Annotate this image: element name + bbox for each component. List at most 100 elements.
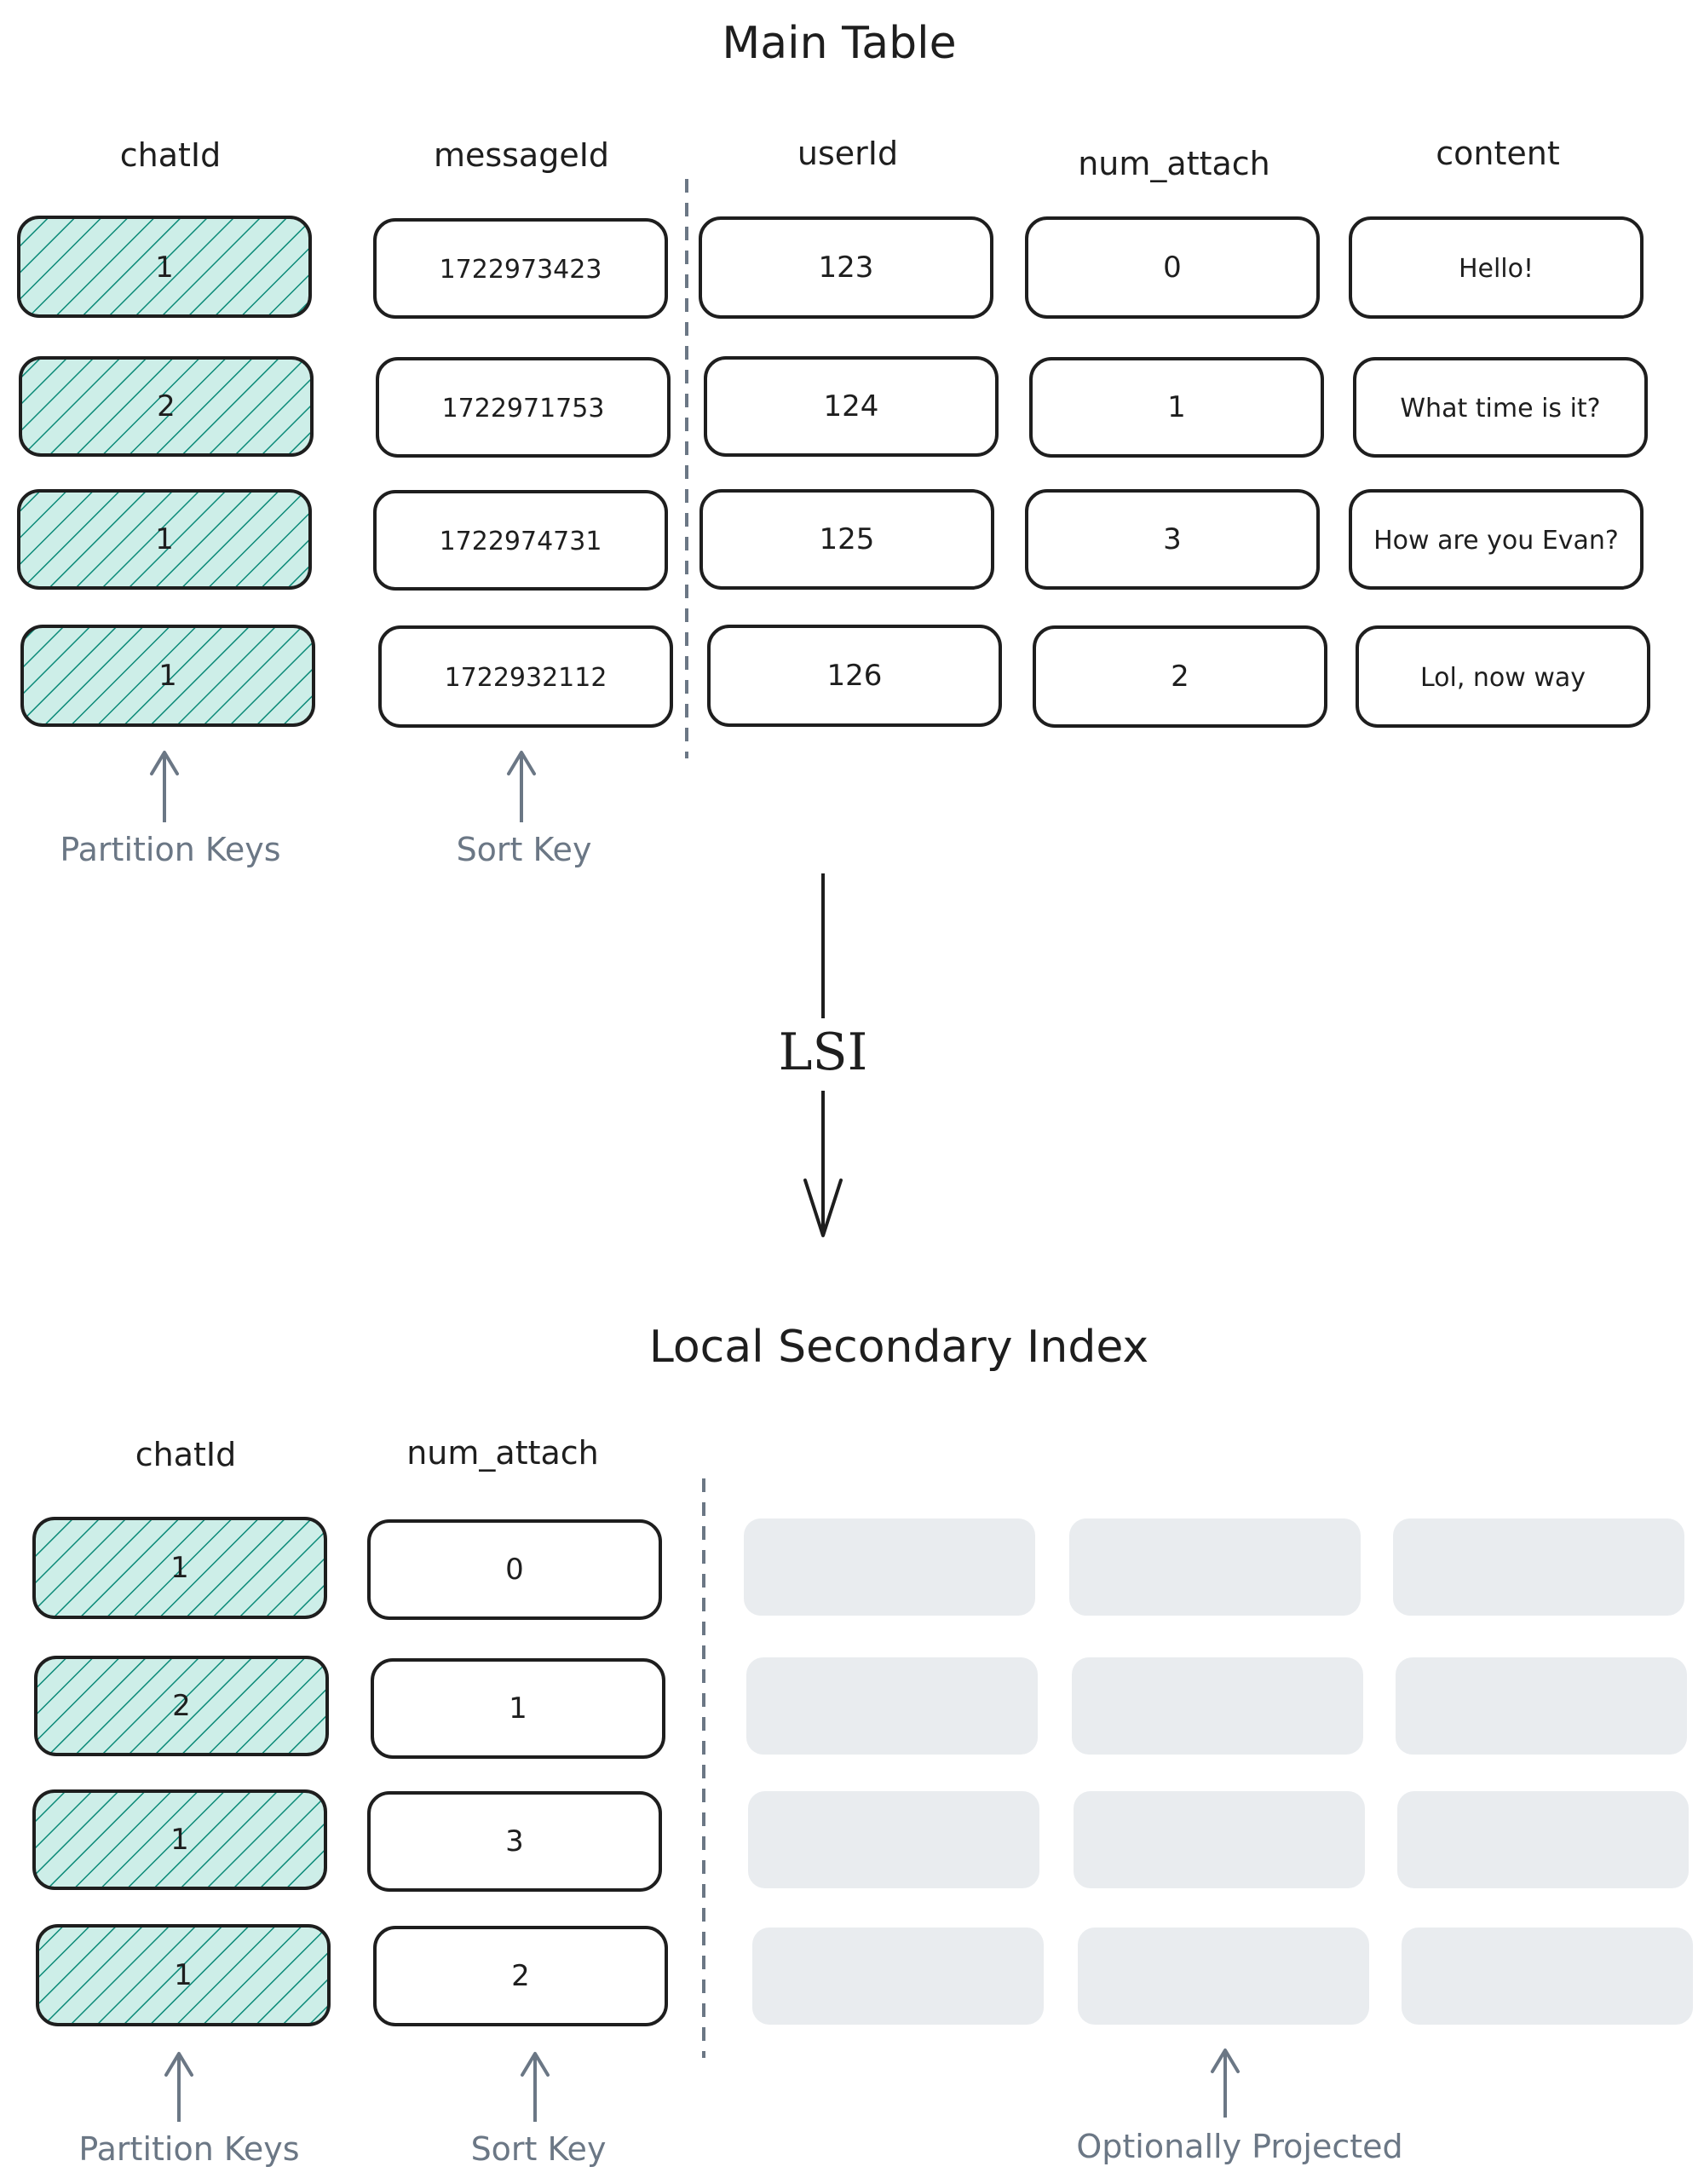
main-cell-userId-text: 126 <box>827 659 883 693</box>
main-cell-chatId <box>17 489 312 590</box>
main-cell-messageId-text: 1722932112 <box>445 663 607 693</box>
index-cell-chatId <box>36 1924 331 2026</box>
projected-placeholder <box>1078 1928 1369 2025</box>
projected-placeholder <box>746 1657 1038 1755</box>
main-cell-chatId-text: 2 <box>157 389 176 424</box>
main-cell-userId <box>704 356 999 457</box>
projected-placeholder <box>1402 1928 1693 2025</box>
main-cell-num-attach-text: 1 <box>1167 390 1186 424</box>
main-cell-chatId <box>17 216 312 318</box>
index-cell-num-attach <box>367 1519 662 1620</box>
main-sort-label: Sort Key <box>457 831 592 868</box>
main-cell-num-attach <box>1025 489 1320 590</box>
main-cell-chatId-text: 1 <box>155 251 174 285</box>
main-header-userId: userId <box>797 135 898 172</box>
projected-placeholder <box>748 1791 1039 1888</box>
index-sort-label: Sort Key <box>471 2130 607 2168</box>
index-partition-annotation: Partition Keys <box>78 2052 300 2168</box>
index-cell-chatId-text: 1 <box>170 1551 189 1585</box>
projected-placeholder <box>752 1928 1044 2025</box>
main-header-num-attach: num_attach <box>1078 145 1270 182</box>
main-cell-content-text: Hello! <box>1459 254 1534 284</box>
main-cell-num-attach-text: 3 <box>1163 522 1182 556</box>
index-cell-num-attach-text: 1 <box>509 1691 527 1726</box>
main-cell-messageId <box>373 218 668 319</box>
index-cell-chatId-text: 1 <box>170 1823 189 1857</box>
main-sort-annotation: Sort Key <box>457 751 592 868</box>
main-cell-messageId-text: 1722973423 <box>440 255 602 285</box>
index-cell-num-attach <box>371 1658 665 1759</box>
main-header-content: content <box>1436 135 1560 172</box>
projected-placeholder <box>1393 1518 1684 1616</box>
projected-placeholder <box>1396 1657 1687 1755</box>
index-cell-chatId-text: 1 <box>174 1958 193 1992</box>
index-cell-chatId <box>32 1517 327 1619</box>
up-arrow-icon <box>164 2052 193 2077</box>
projected-placeholder <box>1397 1791 1689 1888</box>
main-cell-content <box>1349 216 1644 319</box>
index-cell-num-attach-text: 3 <box>505 1824 524 1858</box>
main-table: Main Table chatId messageId userId num_a… <box>17 18 1650 868</box>
index-cell-chatId-text: 2 <box>172 1689 191 1723</box>
index-row: 1 2 <box>36 1924 1693 2026</box>
index-cell-num-attach-text: 0 <box>505 1553 524 1587</box>
main-cell-num-attach <box>1025 216 1320 319</box>
index-row: 1 3 <box>32 1789 1689 1892</box>
main-cell-content <box>1349 489 1644 590</box>
lsi-arrow: LSI <box>779 873 868 1237</box>
up-arrow-icon <box>1211 2049 1240 2073</box>
main-partition-annotation: Partition Keys <box>60 751 281 868</box>
main-table-title: Main Table <box>722 18 956 69</box>
main-cell-content <box>1353 357 1648 458</box>
main-cell-userId <box>699 489 994 590</box>
main-cell-chatId <box>20 625 315 727</box>
main-row: 1 1722973423 123 0 Hello! <box>17 216 1644 319</box>
main-cell-num-attach <box>1029 357 1324 458</box>
index-partition-label: Partition Keys <box>78 2130 299 2168</box>
main-cell-userId-text: 125 <box>820 522 875 556</box>
index-projected-label: Optionally Projected <box>1076 2128 1402 2165</box>
index-projected-annotation: Optionally Projected <box>1076 2049 1403 2165</box>
index-cell-num-attach <box>367 1791 662 1892</box>
index-header-num-attach: num_attach <box>406 1434 599 1472</box>
up-arrow-icon <box>150 751 179 775</box>
index-table: Local Secondary Index chatId num_attach … <box>32 1322 1693 2168</box>
main-cell-content-text: How are you Evan? <box>1373 526 1619 556</box>
up-arrow-icon <box>521 2052 550 2077</box>
main-partition-label: Partition Keys <box>60 831 280 868</box>
main-cell-chatId-text: 1 <box>158 659 177 693</box>
index-cell-num-attach <box>373 1926 668 2026</box>
main-header-chatId: chatId <box>120 136 222 174</box>
projected-placeholder <box>1074 1791 1365 1888</box>
index-cell-num-attach-text: 2 <box>511 1959 530 1993</box>
main-row: 2 1722971753 124 1 What time is it? <box>19 356 1648 458</box>
main-cell-chatId-text: 1 <box>155 522 174 556</box>
index-row: 2 1 <box>34 1656 1687 1759</box>
main-cell-content <box>1356 625 1650 728</box>
projected-placeholder <box>1072 1657 1363 1755</box>
main-row: 1 1722974731 125 3 How are you Evan? <box>17 489 1644 591</box>
main-cell-messageId-text: 1722971753 <box>442 394 605 424</box>
index-header-chatId: chatId <box>135 1436 237 1473</box>
main-cell-content-text: What time is it? <box>1400 394 1600 424</box>
main-row: 1 1722932112 126 2 Lol, now way <box>20 625 1650 728</box>
main-cell-messageId-text: 1722974731 <box>440 527 602 556</box>
main-cell-userId-text: 123 <box>819 251 874 285</box>
main-cell-content-text: Lol, now way <box>1420 663 1586 693</box>
lsi-label: LSI <box>779 1023 868 1082</box>
index-row: 1 0 <box>32 1517 1684 1620</box>
main-header-messageId: messageId <box>434 136 609 174</box>
main-cell-num-attach-text: 2 <box>1171 660 1189 694</box>
main-cell-userId <box>707 625 1002 727</box>
projected-placeholder <box>744 1518 1035 1616</box>
index-cell-chatId <box>32 1789 327 1890</box>
main-cell-num-attach <box>1033 625 1327 728</box>
main-cell-messageId <box>378 625 673 728</box>
index-table-title: Local Secondary Index <box>649 1322 1148 1373</box>
main-cell-messageId <box>376 357 671 458</box>
main-cell-num-attach-text: 0 <box>1163 251 1182 285</box>
main-cell-messageId <box>373 490 668 591</box>
down-arrow-icon <box>803 1178 843 1237</box>
projected-placeholder <box>1069 1518 1361 1616</box>
